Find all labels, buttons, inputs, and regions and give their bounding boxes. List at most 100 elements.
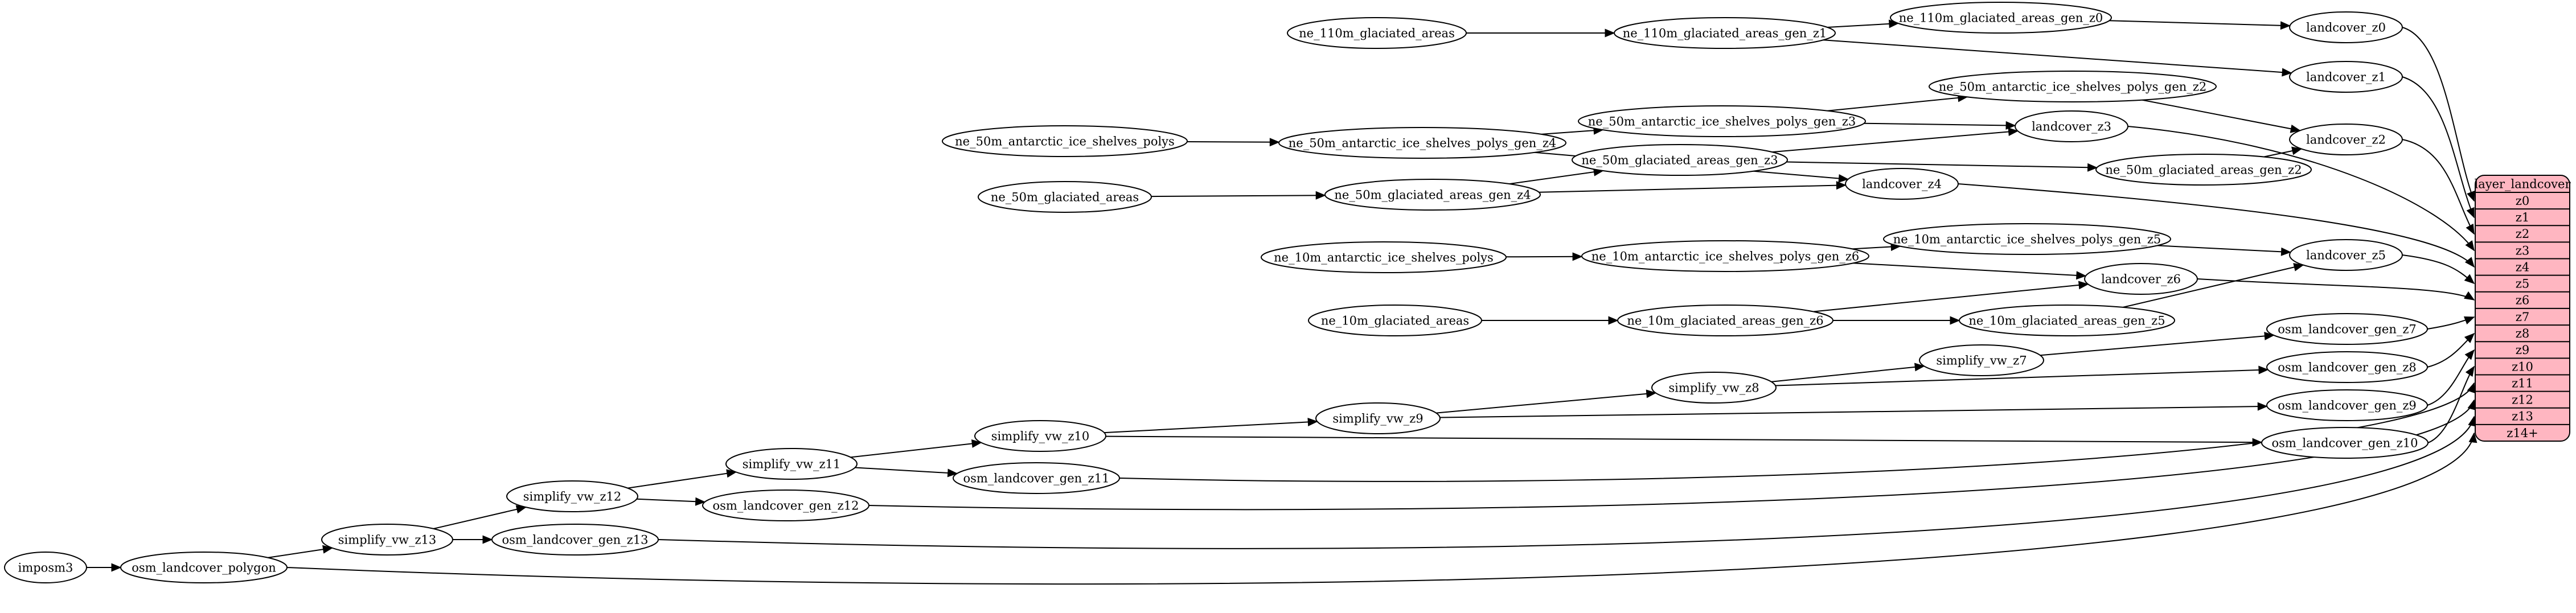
edge-osm_landcover_gen_z10-to-layer-z10 — [2427, 365, 2475, 443]
node-ellipse-simplify_vw_z10 — [974, 420, 1106, 452]
node-label-osm_landcover_gen_z9: osm_landcover_gen_z9 — [2278, 398, 2417, 412]
node-label-osm_landcover_gen_z13: osm_landcover_gen_z13 — [502, 533, 649, 546]
node-ne_10m_glaciated_areas: ne_10m_glaciated_areas — [1308, 305, 1482, 336]
node-label-landcover_z0: landcover_z0 — [2306, 20, 2386, 34]
edge-ne_50m_glaciated_areas_gen_z3-to-ne_50m_glaciated_areas_gen_z2 — [1786, 161, 2098, 172]
node-ellipse-simplify_vw_z8 — [1651, 372, 1777, 404]
node-ellipse-ne_50m_glaciated_areas_gen_z2 — [2095, 154, 2312, 186]
edge-landcover_z6-to-layer-z6 — [2197, 278, 2475, 301]
node-ne_50m_antarctic_ice_shelves_polys_gen_z4: ne_50m_antarctic_ice_shelves_polys_gen_z… — [1278, 127, 1566, 159]
node-osm_landcover_gen_z7: osm_landcover_gen_z7 — [2266, 313, 2428, 345]
node-ellipse-ne_50m_antarctic_ice_shelves_polys_gen_z4 — [1278, 127, 1566, 159]
edge-simplify_vw_z9-to-osm_landcover_gen_z9 — [1439, 402, 2268, 418]
edge-ne_50m_glaciated_areas-to-ne_50m_glaciated_areas_gen_z4 — [1151, 191, 1326, 200]
edge-osm_landcover_gen_z11-to-layer-z11 — [1119, 382, 2475, 482]
node-osm_landcover_gen_z13: osm_landcover_gen_z13 — [491, 524, 659, 556]
node-label-simplify_vw_z12: simplify_vw_z12 — [523, 489, 622, 503]
node-ellipse-ne_10m_antarctic_ice_shelves_polys_gen_z6 — [1581, 240, 1869, 272]
node-label-landcover_z2: landcover_z2 — [2306, 133, 2386, 146]
edge-ne_50m_antarctic_ice_shelves_polys_gen_z3-to-ne_50m_antarctic_ice_shelves_polys_gen_z2 — [1827, 93, 1968, 112]
node-label-simplify_vw_z11: simplify_vw_z11 — [743, 457, 841, 471]
node-osm_landcover_gen_z11: osm_landcover_gen_z11 — [953, 462, 1120, 494]
node-ellipse-landcover_z1 — [2289, 61, 2403, 93]
node-ne_10m_glaciated_areas_gen_z5: ne_10m_glaciated_areas_gen_z5 — [1959, 305, 2175, 336]
edge-simplify_vw_z13-to-simplify_vw_z12 — [433, 505, 527, 529]
layer-table-row-z8: z8 — [2516, 327, 2529, 340]
node-ellipse-ne_50m_glaciated_areas — [978, 181, 1152, 213]
layer-table-row-z9: z9 — [2516, 343, 2529, 357]
edge-simplify_vw_z8-to-osm_landcover_gen_z8 — [1775, 365, 2269, 386]
node-ellipse-osm_landcover_gen_z11 — [953, 462, 1120, 494]
node-ellipse-ne_10m_glaciated_areas — [1308, 305, 1482, 336]
node-simplify_vw_z12: simplify_vw_z12 — [506, 480, 638, 512]
layer-table-row-z1: z1 — [2516, 211, 2529, 224]
layer-table-row-z14+: z14+ — [2507, 426, 2538, 440]
node-label-osm_landcover_gen_z10: osm_landcover_gen_z10 — [2272, 436, 2418, 450]
node-landcover_z5: landcover_z5 — [2289, 239, 2403, 271]
edge-landcover_z3-to-layer-z3 — [2127, 126, 2475, 252]
node-ellipse-ne_10m_glaciated_areas_gen_z5 — [1959, 305, 2175, 336]
node-ellipse-ne_50m_glaciated_areas_gen_z4 — [1324, 179, 1541, 211]
layer-table-row-z0: z0 — [2516, 194, 2529, 208]
edge-landcover_z2-to-layer-z2 — [2402, 139, 2475, 235]
node-osm_landcover_polygon: osm_landcover_polygon — [120, 552, 288, 583]
node-label-landcover_z3: landcover_z3 — [2032, 120, 2111, 133]
nodes-group: imposm3 osm_landcover_polygon simplify_vw_… — [4, 2, 2429, 583]
node-label-ne_50m_glaciated_areas_gen_z4: ne_50m_glaciated_areas_gen_z4 — [1334, 188, 1531, 201]
node-ne_10m_glaciated_areas_gen_z6: ne_10m_glaciated_areas_gen_z6 — [1617, 305, 1833, 336]
node-ellipse-ne_110m_glaciated_areas_gen_z0 — [1890, 2, 2112, 34]
node-landcover_z2: landcover_z2 — [2289, 124, 2403, 155]
node-imposm3: imposm3 — [4, 552, 87, 583]
node-ellipse-simplify_vw_z7 — [1919, 344, 2044, 376]
node-label-ne_50m_glaciated_areas_gen_z2: ne_50m_glaciated_areas_gen_z2 — [2105, 163, 2302, 176]
node-ellipse-simplify_vw_z11 — [725, 448, 858, 480]
node-ellipse-ne_50m_glaciated_areas_gen_z3 — [1572, 144, 1788, 176]
layer-table-row-z6: z6 — [2516, 294, 2529, 307]
node-ne_50m_glaciated_areas_gen_z4: ne_50m_glaciated_areas_gen_z4 — [1324, 179, 1541, 211]
node-simplify_vw_z13: simplify_vw_z13 — [321, 524, 453, 556]
node-simplify_vw_z10: simplify_vw_z10 — [974, 420, 1106, 452]
node-ne_10m_antarctic_ice_shelves_polys: ne_10m_antarctic_ice_shelves_polys — [1261, 241, 1507, 273]
node-label-landcover_z5: landcover_z5 — [2306, 248, 2386, 262]
node-ellipse-landcover_z5 — [2289, 239, 2403, 271]
node-ellipse-ne_110m_glaciated_areas_gen_z1 — [1614, 17, 1836, 49]
node-landcover_z0: landcover_z0 — [2289, 11, 2403, 43]
node-label-ne_50m_antarctic_ice_shelves_polys_gen_z3: ne_50m_antarctic_ice_shelves_polys_gen_z… — [1588, 114, 1856, 128]
node-ne_50m_glaciated_areas_gen_z2: ne_50m_glaciated_areas_gen_z2 — [2095, 154, 2312, 186]
node-landcover_z3: landcover_z3 — [2015, 110, 2128, 142]
node-landcover_z4: landcover_z4 — [1845, 168, 1959, 200]
edge-osm_landcover_gen_z9-to-layer-z9 — [2427, 349, 2475, 406]
layer-table-title: layer_landcover — [2474, 177, 2571, 191]
node-ellipse-osm_landcover_gen_z10 — [2261, 427, 2429, 459]
node-ellipse-landcover_z6 — [2084, 263, 2198, 295]
node-ellipse-imposm3 — [4, 552, 87, 583]
layer-table-row-z3: z3 — [2516, 244, 2529, 257]
node-label-ne_50m_antarctic_ice_shelves_polys_gen_z4: ne_50m_antarctic_ice_shelves_polys_gen_z… — [1289, 136, 1557, 150]
node-simplify_vw_z9: simplify_vw_z9 — [1315, 402, 1441, 434]
edge-ne_50m_antarctic_ice_shelves_polys_gen_z3-to-landcover_z3 — [1864, 121, 2016, 130]
edge-landcover_z4-to-layer-z4 — [1958, 183, 2475, 268]
node-label-ne_50m_antarctic_ice_shelves_polys: ne_50m_antarctic_ice_shelves_polys — [955, 134, 1175, 148]
node-ne_50m_antarctic_ice_shelves_polys: ne_50m_antarctic_ice_shelves_polys — [942, 125, 1188, 157]
edge-osm_landcover_gen_z7-to-layer-z7 — [2427, 316, 2475, 330]
node-landcover_z6: landcover_z6 — [2084, 263, 2198, 295]
node-ne_50m_antarctic_ice_shelves_polys_gen_z2: ne_50m_antarctic_ice_shelves_polys_gen_z… — [1929, 71, 2217, 102]
node-osm_landcover_gen_z8: osm_landcover_gen_z8 — [2266, 351, 2428, 383]
node-label-simplify_vw_z13: simplify_vw_z13 — [338, 533, 437, 546]
node-label-landcover_z4: landcover_z4 — [1862, 177, 1942, 191]
layer-table-row-z5: z5 — [2516, 277, 2529, 291]
node-ne_110m_glaciated_areas_gen_z0: ne_110m_glaciated_areas_gen_z0 — [1890, 2, 2112, 34]
node-ne_110m_glaciated_areas_gen_z1: ne_110m_glaciated_areas_gen_z1 — [1614, 17, 1836, 49]
edge-ne_10m_antarctic_ice_shelves_polys_gen_z5-to-landcover_z5 — [2157, 245, 2292, 256]
edge-ne_110m_glaciated_areas_gen_z0-to-landcover_z0 — [2109, 20, 2291, 30]
edge-ne_110m_glaciated_areas_gen_z1-to-ne_110m_glaciated_areas_gen_z0 — [1827, 19, 1900, 28]
node-label-ne_10m_antarctic_ice_shelves_polys_gen_z6: ne_10m_antarctic_ice_shelves_polys_gen_z… — [1591, 249, 1860, 263]
node-label-osm_landcover_polygon: osm_landcover_polygon — [132, 561, 276, 574]
edge-landcover_z5-to-layer-z5 — [2402, 254, 2475, 284]
layer-table-row-z2: z2 — [2516, 227, 2529, 241]
node-ellipse-ne_50m_antarctic_ice_shelves_polys_gen_z3 — [1578, 105, 1866, 137]
node-ellipse-osm_landcover_gen_z12 — [702, 489, 869, 521]
node-ellipse-ne_110m_glaciated_areas — [1287, 17, 1467, 49]
layer-table-row-z11: z11 — [2512, 376, 2533, 390]
node-simplify_vw_z7: simplify_vw_z7 — [1919, 344, 2044, 376]
